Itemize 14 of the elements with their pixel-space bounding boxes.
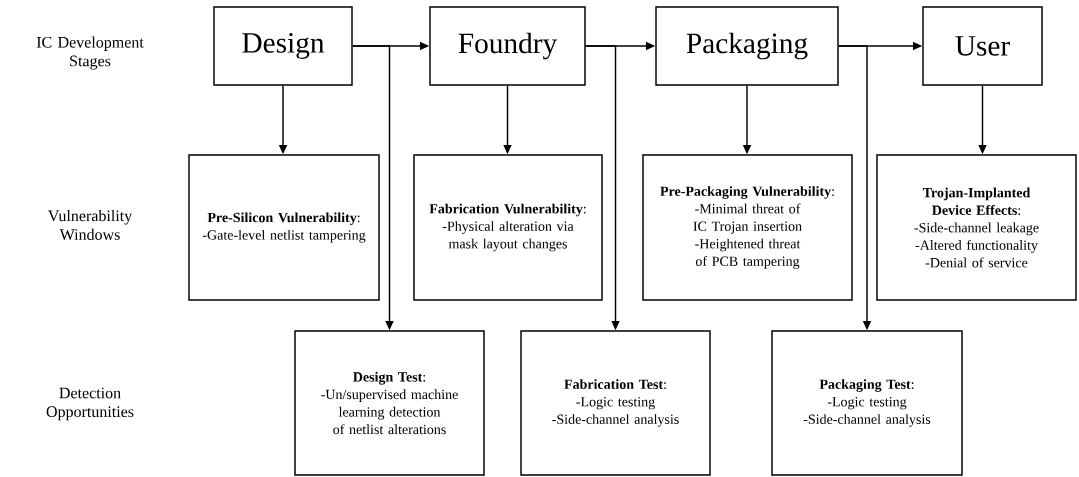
stage-box: User <box>922 6 1043 86</box>
test-box: Packaging Test: -Logic testing -Side-channel analysis <box>771 330 963 476</box>
vulnerability-box: Pre-Silicon Vulnerability: -Gate-level netlist tampering <box>188 154 380 301</box>
row-label: IC Development Stages <box>36 36 144 70</box>
vulnerability-box: Fabrication Vulnerability: -Physical alteration via mask layout changes <box>413 154 603 301</box>
stage-box: Foundry <box>429 6 586 86</box>
stage-box: Packaging <box>655 6 839 86</box>
test-box: Design Test: -Un/supervised machine learning detection of netlist alterations <box>294 330 485 476</box>
row-label: Vulnerability Windows <box>48 210 133 240</box>
vulnerability-box: Pre-Packaging Vulnerability: -Minimal threat of IC Trojan insertion -Heightened threat of PCB tampering <box>642 154 853 301</box>
test-box: Fabrication Test: -Logic testing -Side-channel analysis <box>520 330 711 476</box>
stage-box: Design <box>213 6 353 86</box>
row-label: Detection Opportunities <box>46 387 134 421</box>
vulnerability-box: Trojan-Implanted Device Effects: -Side-channel leakage -Altered functionality -Denial of service <box>876 154 1077 301</box>
